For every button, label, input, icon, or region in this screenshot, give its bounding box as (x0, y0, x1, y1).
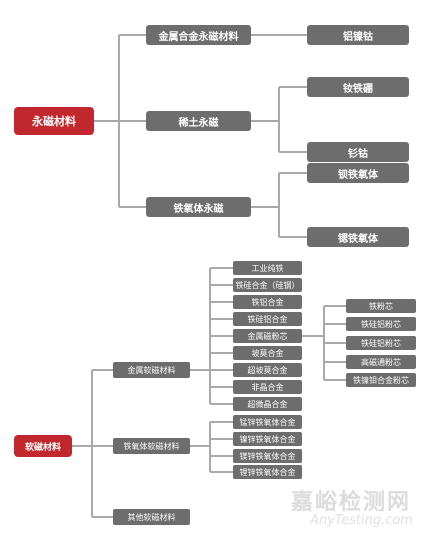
ferrite-item-node: 锰锌铁氧体合金 (233, 415, 302, 429)
watermark-en: AnyTesting.com (309, 513, 413, 528)
watermark-cn: 嘉峪检测网 (290, 490, 411, 515)
metal-item-node: 坡莫合金 (233, 346, 302, 360)
metal-item-node: 金属磁粉芯 (233, 329, 302, 343)
connector (190, 267, 233, 405)
ndfeb-node: 钕铁硼 (307, 77, 409, 97)
metal-item-node: 超微晶合金 (233, 397, 302, 411)
connector (72, 369, 113, 518)
permanent-magnet-root-node: 永磁材料 (14, 107, 94, 135)
alnico-node: 铝镍钴 (307, 25, 409, 45)
rare-earth-permanent-node: 稀土永磁 (146, 111, 251, 131)
ferrite-item-node: 镍锌铁氧体合金 (233, 432, 302, 446)
powder-core-node: 铁镍钼合金粉芯 (346, 373, 416, 387)
powder-core-node: 铁硅铝粉芯 (346, 336, 416, 350)
soft-magnet-root-node: 软磁材料 (14, 435, 72, 457)
metal-soft-magnet-node: 金属软磁材料 (113, 362, 190, 378)
connector (251, 86, 307, 153)
metal-item-node: 非晶合金 (233, 380, 302, 394)
metal-alloy-permanent-node: 金属合金永磁材料 (146, 25, 251, 45)
metal-item-node: 超坡莫合金 (233, 363, 302, 377)
powder-core-node: 铁硅铝粉芯 (346, 317, 416, 331)
ferrite-item-node: 锂锌铁氧体合金 (233, 465, 302, 479)
strontium-ferrite-node: 锶铁氧体 (307, 227, 409, 247)
ferrite-permanent-node: 铁氧体永磁 (146, 197, 251, 217)
smco-node: 钐钴 (307, 142, 409, 162)
metal-item-node: 铁硅铝合金 (233, 312, 302, 326)
connector (190, 421, 233, 473)
powder-core-node: 铁粉芯 (346, 299, 416, 313)
ferrite-item-node: 镁锌铁氧体合金 (233, 449, 302, 463)
metal-item-node: 工业纯铁 (233, 261, 302, 275)
powder-core-node: 高磁通粉芯 (346, 355, 416, 369)
connector (302, 305, 346, 381)
other-soft-magnet-node: 其他软磁材料 (113, 509, 190, 525)
metal-item-node: 铁硅合金（硅钢） (233, 278, 302, 292)
connector (251, 172, 307, 238)
ferrite-soft-magnet-node: 铁氧体软磁材料 (113, 438, 190, 454)
connector (94, 34, 146, 208)
barium-ferrite-node: 钡铁氧体 (307, 163, 409, 183)
metal-item-node: 铁铝合金 (233, 295, 302, 309)
